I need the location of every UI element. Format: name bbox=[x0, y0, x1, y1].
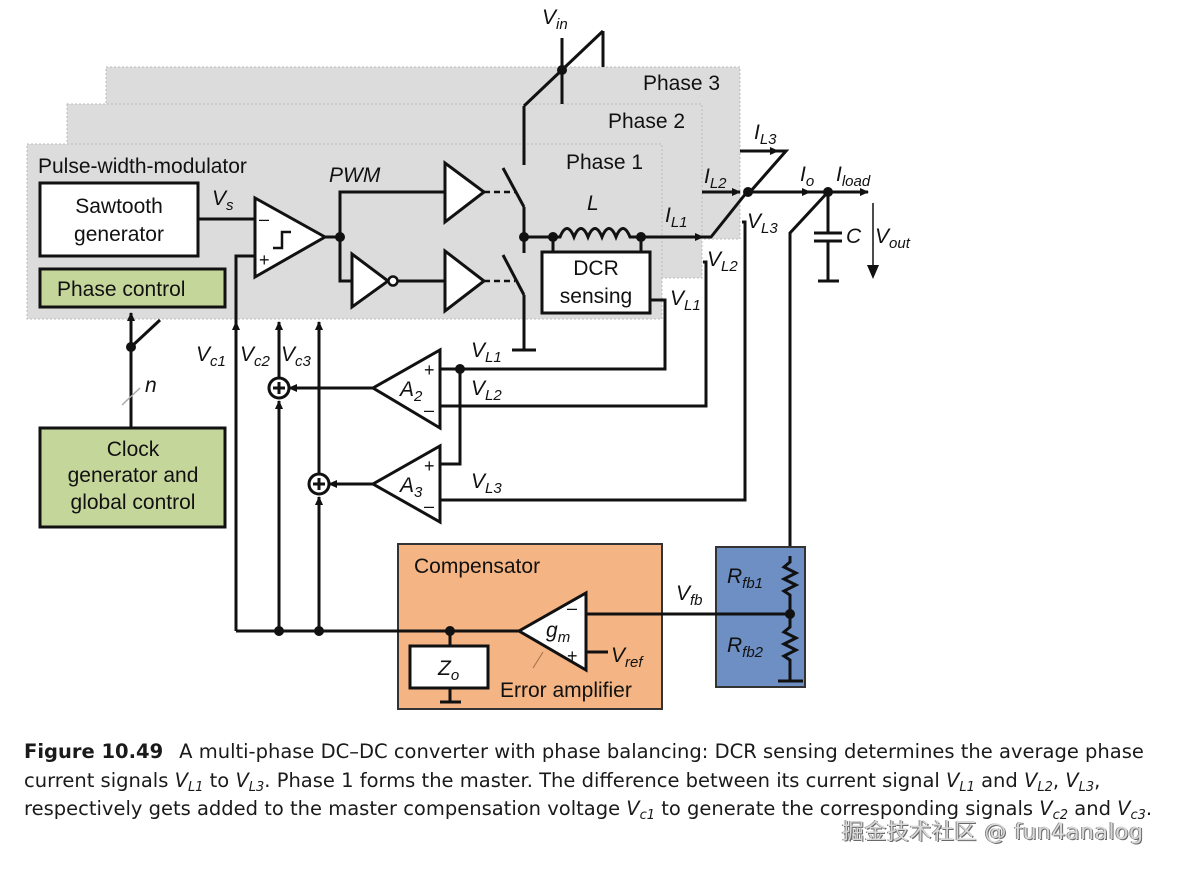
vs-label: Vs bbox=[212, 187, 234, 214]
iload-label: Iload bbox=[836, 163, 871, 190]
vl3-tap-label: VL3 bbox=[747, 210, 778, 237]
pwm-block-title: Pulse-width-modulator bbox=[38, 155, 247, 178]
svg-text:+: + bbox=[424, 360, 435, 380]
svg-text:global control: global control bbox=[71, 491, 196, 514]
svg-text:DCR: DCR bbox=[573, 257, 619, 280]
svg-text:Phase control: Phase control bbox=[57, 278, 185, 301]
svg-text:Error amplifier: Error amplifier bbox=[500, 679, 632, 702]
vin-label: Vin bbox=[542, 6, 568, 33]
svg-text:–: – bbox=[567, 598, 577, 618]
svg-text:Zo: Zo bbox=[437, 657, 459, 684]
svg-text:+: + bbox=[424, 456, 435, 476]
svg-text:gm: gm bbox=[546, 619, 570, 646]
svg-text:Sawtooth: Sawtooth bbox=[75, 195, 163, 218]
phase-control-block: Phase control bbox=[38, 267, 227, 309]
low-side-driver bbox=[443, 247, 487, 315]
c-label: C bbox=[846, 225, 862, 248]
vl2-label: VL2 bbox=[471, 377, 502, 404]
phase-3-label: Phase 3 bbox=[643, 72, 720, 95]
vfb-label: Vfb bbox=[676, 582, 703, 609]
pwm-comparator: – + bbox=[253, 195, 329, 280]
phase-2-label: Phase 2 bbox=[608, 110, 685, 133]
svg-text:–: – bbox=[424, 400, 434, 420]
low-side-switch bbox=[501, 254, 536, 352]
vl3-label: VL3 bbox=[471, 470, 502, 497]
svg-text:Clock: Clock bbox=[107, 438, 160, 461]
pwm-label: PWM bbox=[329, 164, 381, 187]
svg-text:generator: generator bbox=[74, 223, 164, 246]
amplifier-a3: A3 + – bbox=[369, 443, 442, 525]
svg-text:Rfb2: Rfb2 bbox=[727, 634, 764, 661]
bus-width-n: n bbox=[145, 374, 157, 397]
svg-text:+: + bbox=[259, 250, 270, 270]
vl1-tap-label: VL1 bbox=[670, 287, 701, 314]
multiphase-converter-diagram: Phase 3 Phase 2 Phase 1 Pulse-width-modu… bbox=[26, 6, 911, 710]
svg-text:sensing: sensing bbox=[560, 285, 632, 308]
svg-text:Rfb1: Rfb1 bbox=[727, 565, 763, 592]
io-label: Io bbox=[800, 163, 814, 190]
svg-text:+: + bbox=[567, 646, 578, 666]
vc3-label: Vc3 bbox=[281, 343, 312, 370]
amplifier-a2: A2 + – bbox=[370, 347, 442, 431]
svg-text:–: – bbox=[424, 496, 434, 516]
svg-text:A2: A2 bbox=[398, 378, 423, 405]
vref-label: Vref bbox=[611, 644, 644, 671]
svg-text:A3: A3 bbox=[398, 474, 423, 501]
zo-impedance: Zo bbox=[408, 644, 490, 704]
error-amplifier: gm – + bbox=[515, 590, 588, 673]
vl2-tap-label: VL2 bbox=[707, 248, 738, 275]
inductor: L bbox=[553, 192, 641, 241]
sawtooth-generator: Sawtooth generator bbox=[38, 181, 200, 258]
vc1-label: Vc1 bbox=[196, 343, 226, 370]
vout-label: Vout bbox=[875, 225, 911, 252]
summer-vc2 bbox=[267, 376, 291, 400]
inverter bbox=[350, 251, 399, 310]
summer-vc3 bbox=[307, 472, 331, 496]
dcr-sensing-block: DCR sensing bbox=[540, 237, 652, 315]
figure-number: Figure 10.49 bbox=[24, 740, 164, 763]
watermark: 掘金技术社区 @ fun4analog bbox=[842, 820, 1144, 845]
phase-1-label: Phase 1 bbox=[566, 151, 643, 174]
svg-text:–: – bbox=[259, 209, 269, 229]
svg-text:generator and: generator and bbox=[68, 464, 199, 487]
svg-text:Compensator: Compensator bbox=[414, 555, 540, 578]
high-side-driver bbox=[443, 160, 487, 226]
svg-text:L: L bbox=[587, 192, 599, 215]
output-capacitor bbox=[814, 192, 842, 283]
clock-generator-block: Clock generator and global control bbox=[38, 426, 227, 529]
il2-label: IL2 bbox=[704, 165, 727, 192]
vl1-label: VL1 bbox=[471, 339, 502, 366]
vc2-label: Vc2 bbox=[240, 343, 271, 370]
il1-label: IL1 bbox=[665, 204, 688, 231]
il3-label: IL3 bbox=[754, 121, 777, 148]
